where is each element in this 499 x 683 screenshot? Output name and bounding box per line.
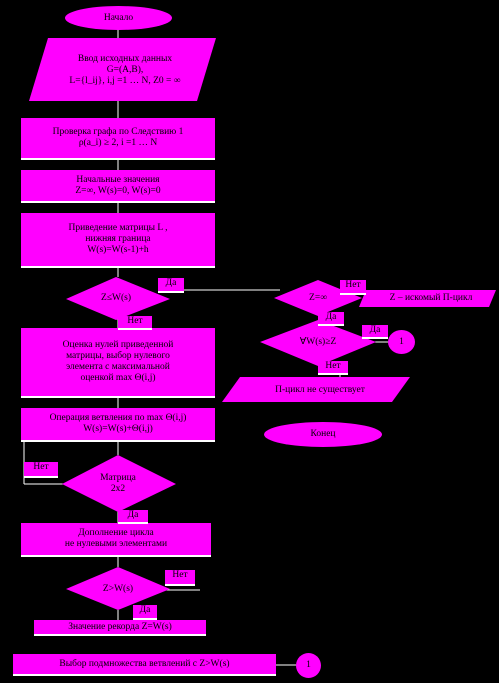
input-shape (29, 38, 216, 101)
no-label-3: Нет (165, 570, 195, 586)
complete-cycle-node: Дополнение цикла не нулевыми элементами (21, 523, 211, 557)
check-graph-node: Проверка графа по Следствию 1 ρ(a_i) ≥ 2… (21, 118, 215, 160)
no-label-4: Нет (340, 280, 366, 295)
yes-label-2: Да (118, 510, 148, 524)
nocycle-shape (222, 377, 410, 402)
no-label-5: Нет (318, 361, 348, 375)
estimate-zeros-node: Оценка нулей приведенной матрицы, выбор … (21, 328, 215, 398)
cond-all-shape (260, 320, 376, 366)
nocycle-node: П-цикл не существует (275, 384, 365, 395)
yes-label-3: Да (133, 605, 157, 620)
optimal-shape (359, 290, 496, 307)
cond-zinf-node: Z=∞ (309, 293, 327, 303)
yes-label-5: Да (362, 325, 388, 339)
connector-1-right-label: 1 (399, 336, 404, 347)
start-label: Начало (103, 12, 134, 23)
start-terminal: Начало (65, 6, 172, 30)
cond-zw1-node: Z≤W(s) (100, 292, 131, 303)
optimal-node: Z – искомый П-цикл (389, 293, 473, 303)
cond-zw1-shape (66, 277, 170, 320)
cond-matrix-shape (62, 455, 176, 512)
cond-zw2-shape (66, 567, 170, 610)
end-terminal: Конец (264, 422, 382, 447)
select-subset-node: Выбор подмножества ветвлений с Z>W(s) (13, 654, 276, 676)
cond-zw2-node: Z>W(s) (102, 583, 134, 594)
connector-1-left: 1 (296, 653, 321, 678)
cond-all-node: ∀W(s)≥Z (299, 337, 337, 347)
yes-label-1: Да (158, 278, 184, 293)
connector-1-left-label: 1 (306, 660, 311, 670)
branch-node: Операция ветвления по max Θ(i,j) W(s)=W(… (21, 408, 215, 442)
connector-1-right: 1 (388, 330, 415, 354)
end-label: Конец (310, 429, 336, 439)
init-values-node: Начальные значения Z=∞, W(s)=0, W(s)=0 (21, 170, 215, 203)
reduce-matrix-node: Приведение матрицы L , нижняя граница W(… (21, 213, 215, 268)
input-data-node: Ввод исходных данных G=(A,B), L={l_ij}, … (69, 53, 181, 86)
no-label-1: Нет (118, 316, 152, 330)
record-value-node: Значение рекорда Z=W(s) (34, 620, 206, 636)
cond-matrix-node: Матрица 2х2 (100, 473, 136, 494)
no-label-2: Нет (24, 462, 58, 478)
yes-label-4: Да (318, 312, 344, 326)
